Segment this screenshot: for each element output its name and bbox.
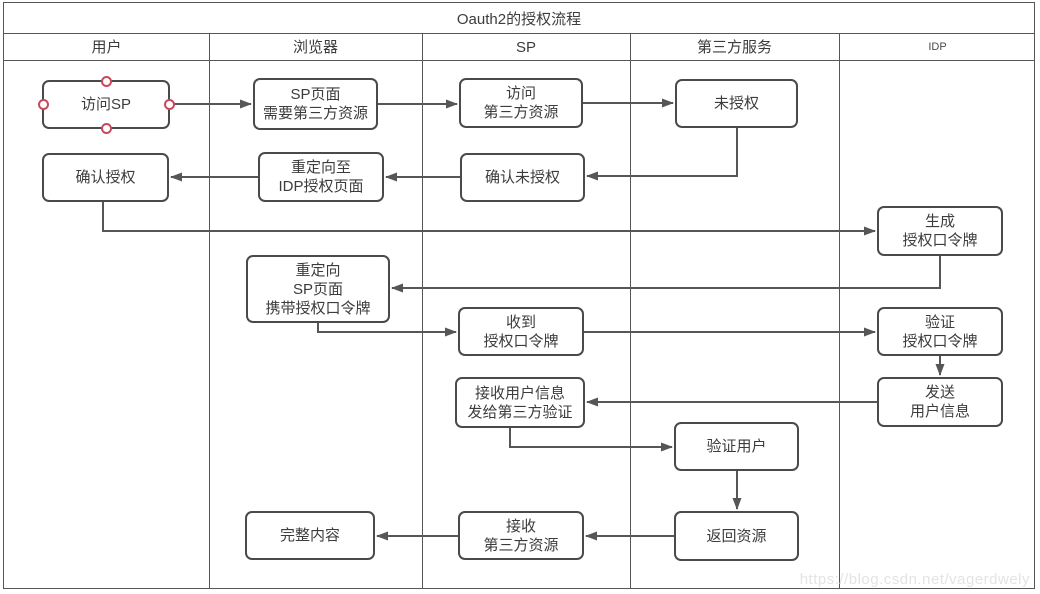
node-line: 授权口令牌: [902, 332, 978, 350]
node-verify-user[interactable]: 验证用户: [674, 422, 799, 471]
lane-divider-3: [630, 34, 631, 588]
node-line: 接收: [505, 517, 536, 535]
node-redirect-sp[interactable]: 重定向 SP页面 携带授权口令牌: [246, 255, 390, 323]
diagram-title: Oauth2的授权流程: [456, 10, 582, 28]
watermark: https://blog.csdn.net/vagerdwely: [799, 571, 1030, 588]
node-redirect-idp[interactable]: 重定向至 IDP授权页面: [258, 152, 384, 202]
edge-confirm-auth-to-gen-token[interactable]: [102, 202, 876, 236]
lane-header-sp[interactable]: SP: [515, 39, 536, 56]
edge-redirect-sp-to-receive-token[interactable]: [317, 323, 457, 337]
node-line: 生成: [924, 213, 955, 230]
selection-handle-left[interactable]: [37, 99, 49, 110]
edge-recv-user-info-to-verify-user[interactable]: [509, 428, 673, 452]
node-visit-sp[interactable]: 访问SP: [37, 75, 175, 134]
selection-handle-top[interactable]: [100, 75, 112, 87]
node-line: 第三方资源: [483, 536, 559, 554]
lane-header-user[interactable]: 用户: [91, 39, 122, 56]
selection-handle-bottom[interactable]: [100, 122, 112, 134]
edge-gen-token-to-redirect-sp[interactable]: [391, 256, 941, 293]
node-line: 重定向至: [290, 159, 351, 176]
node-return-resource[interactable]: 返回资源: [674, 511, 799, 561]
node-line: 返回资源: [706, 527, 767, 545]
node-verify-token[interactable]: 验证 授权口令牌: [877, 307, 1003, 356]
node-line: 授权口令牌: [902, 232, 978, 249]
node-line: 验证用户: [706, 438, 767, 455]
node-line: 确认授权: [75, 169, 136, 186]
lane-header-band: [4, 34, 1034, 61]
node-line: IDP授权页面: [278, 178, 364, 195]
node-line: 验证: [924, 313, 955, 331]
lane-header-third-party[interactable]: 第三方服务: [696, 39, 772, 56]
node-full-content[interactable]: 完整内容: [245, 511, 375, 560]
node-line: 完整内容: [279, 527, 340, 544]
node-visit-third[interactable]: 访问 第三方资源: [459, 78, 583, 128]
selection-handle-right[interactable]: [163, 99, 175, 110]
node-confirm-unauth[interactable]: 确认未授权: [460, 153, 585, 202]
node-line: 访问: [505, 85, 536, 102]
node-line: 发给第三方验证: [467, 403, 573, 421]
node-confirm-auth[interactable]: 确认授权: [42, 153, 169, 202]
node-line: 访问SP: [80, 96, 131, 113]
node-line: 重定向: [295, 261, 341, 279]
node-line: 第三方资源: [483, 104, 559, 121]
node-recv-user-info[interactable]: 接收用户信息 发给第三方验证: [455, 377, 585, 428]
pool-frame: Oauth2的授权流程 用户 浏览器 SP 第三方服务 IDP: [3, 2, 1035, 589]
node-line: 携带授权口令牌: [265, 299, 371, 317]
node-line: SP页面: [290, 86, 341, 103]
node-line: 发送: [924, 384, 955, 401]
node-recv-resource[interactable]: 接收 第三方资源: [458, 511, 584, 560]
lane-divider-2: [422, 34, 423, 588]
node-send-user-info[interactable]: 发送 用户信息: [877, 377, 1003, 427]
node-line: SP页面: [292, 280, 343, 298]
node-unauthorized[interactable]: 未授权: [675, 79, 798, 128]
node-line: 接收用户信息: [474, 384, 565, 402]
diagram-title-bar[interactable]: Oauth2的授权流程: [4, 3, 1034, 34]
node-gen-token[interactable]: 生成 授权口令牌: [877, 206, 1003, 256]
lane-header-browser[interactable]: 浏览器: [292, 39, 338, 56]
node-line: 授权口令牌: [483, 332, 559, 350]
edge-unauthorized-to-confirm-unauth[interactable]: [586, 128, 738, 181]
node-line: 未授权: [713, 95, 759, 112]
node-line: 用户信息: [909, 403, 970, 420]
node-sp-page-needs[interactable]: SP页面 需要第三方资源: [253, 78, 378, 130]
lane-header-idp[interactable]: IDP: [928, 41, 947, 53]
node-line: 需要第三方资源: [262, 105, 368, 122]
node-line: 收到: [505, 313, 536, 331]
node-receive-token[interactable]: 收到 授权口令牌: [458, 307, 584, 356]
lane-divider-4: [839, 34, 840, 588]
node-line: 确认未授权: [484, 169, 560, 186]
lane-divider-1: [209, 34, 210, 588]
